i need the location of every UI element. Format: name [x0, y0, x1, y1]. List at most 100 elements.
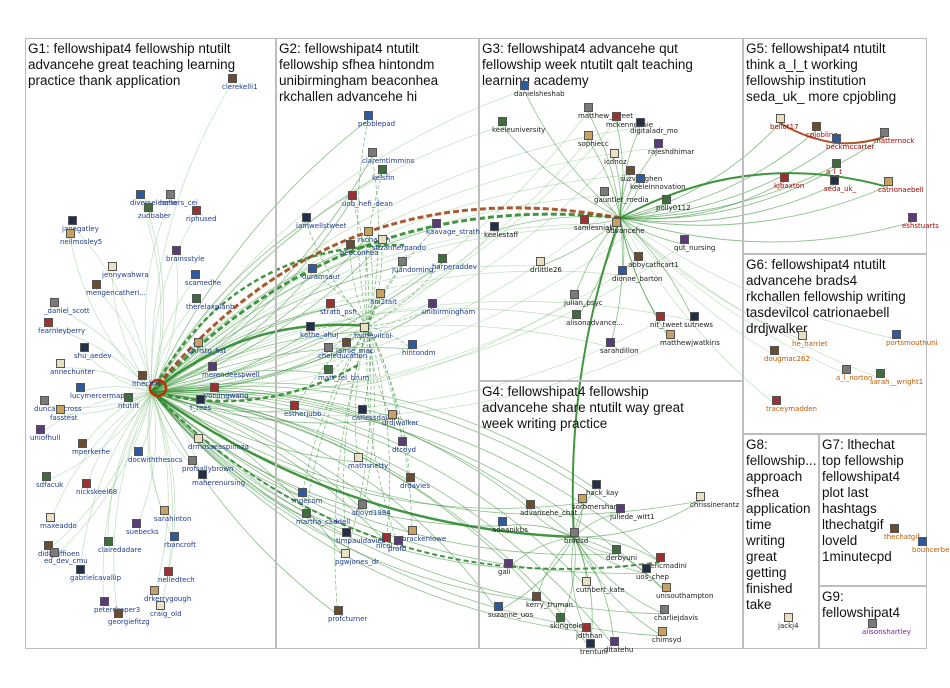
avatar [342, 528, 351, 537]
node-label: cheleducation [318, 352, 368, 360]
avatar [656, 312, 665, 321]
node-label: he_harriet [792, 340, 828, 348]
node-label: julian_psyc [564, 299, 603, 307]
edge [139, 198, 162, 393]
avatar [892, 330, 901, 339]
avatar [398, 257, 407, 266]
avatar [196, 395, 205, 404]
avatar [36, 425, 45, 434]
edge [151, 391, 411, 483]
avatar [690, 312, 699, 321]
edge [619, 217, 803, 341]
node-label: maherenursing [192, 479, 246, 487]
edge [367, 325, 413, 536]
node-label: ani2tait [370, 298, 397, 306]
avatar [346, 240, 355, 249]
avatar [570, 528, 579, 537]
avatar [618, 266, 627, 275]
node-label: suzannerpando [372, 244, 427, 252]
edge [619, 217, 897, 340]
avatar [92, 280, 101, 289]
avatar [342, 338, 351, 347]
avatar [798, 331, 807, 340]
node-label: eshstuarts [902, 222, 939, 230]
node-label: brackenlowe [402, 535, 447, 543]
node-label: cuthbert_kate [576, 586, 625, 594]
avatar [526, 500, 535, 509]
edge [151, 265, 541, 393]
group-box-g8 [743, 434, 819, 649]
avatar [302, 213, 311, 222]
node-label: jdthhan [576, 632, 603, 640]
node-label: janegatley [62, 225, 99, 233]
edge [151, 391, 169, 596]
edge [619, 217, 847, 375]
avatar [498, 517, 507, 526]
group-box-g7 [819, 434, 927, 586]
edge [102, 391, 153, 607]
edge [43, 391, 153, 409]
avatar [306, 322, 315, 331]
edge [619, 217, 695, 322]
node-label: polly0112 [656, 204, 691, 212]
avatar [324, 365, 333, 374]
node-label: martha_caddell [296, 518, 351, 526]
edge [151, 125, 503, 393]
node-label: claremtimmins [362, 157, 415, 165]
edge-heavy [151, 323, 369, 393]
avatar [198, 470, 207, 479]
avatar [50, 298, 59, 307]
edge [619, 184, 835, 223]
node-label: ntutilt [118, 402, 139, 410]
avatar [382, 533, 391, 542]
avatar [80, 343, 89, 352]
node-label: unibirmingham [422, 308, 476, 316]
edge [71, 224, 153, 393]
avatar [876, 369, 885, 378]
avatar [584, 103, 593, 112]
avatar [586, 639, 595, 648]
avatar [592, 480, 601, 489]
avatar [104, 537, 113, 546]
node-label: scamedhe [185, 279, 222, 287]
node-label: maxeaddo [40, 522, 77, 530]
node-label: matthewjwatkins [660, 339, 720, 347]
node-label: alisonadvance... [566, 319, 623, 327]
edge [573, 536, 647, 574]
node-label: zudbaber [138, 212, 171, 220]
avatar [108, 262, 117, 271]
group-box-g6 [743, 254, 927, 434]
group-title-g4: G4: fellowshipat4 fellowship advancehe s… [482, 384, 684, 431]
node-label: beckmccarter [826, 143, 875, 151]
edge [619, 130, 817, 219]
node-label: clerekelli1 [222, 83, 258, 91]
avatar [582, 623, 591, 632]
edge [366, 325, 399, 546]
edge-heavy [151, 390, 575, 539]
avatar [658, 627, 667, 636]
node-label: lthechat [132, 380, 161, 388]
node-label: profsallybrown [182, 465, 234, 473]
avatar [308, 264, 317, 273]
avatar [656, 553, 665, 562]
node-label: matt_tel_brum [318, 374, 370, 382]
node-label: cpjobling [806, 131, 838, 139]
node-label: georgiefitzg [108, 618, 150, 626]
avatar [610, 637, 619, 646]
node-label: sarah__wright1 [870, 378, 924, 386]
edge [497, 536, 575, 612]
edge [367, 265, 403, 327]
edge [334, 325, 369, 616]
node-label: neilmosley5 [60, 238, 103, 246]
edge [301, 325, 369, 498]
edge [151, 370, 329, 393]
edge [619, 217, 913, 243]
edge [151, 391, 193, 466]
node-label: timpauldavies [336, 537, 386, 545]
avatar [772, 396, 781, 405]
node-label: mathsnetty [348, 462, 389, 470]
group-box-g1 [25, 38, 276, 649]
node-label: christo_hst [188, 347, 227, 355]
edge [151, 391, 413, 536]
group-title-g9: G9: fellowshipat4 [822, 589, 901, 620]
